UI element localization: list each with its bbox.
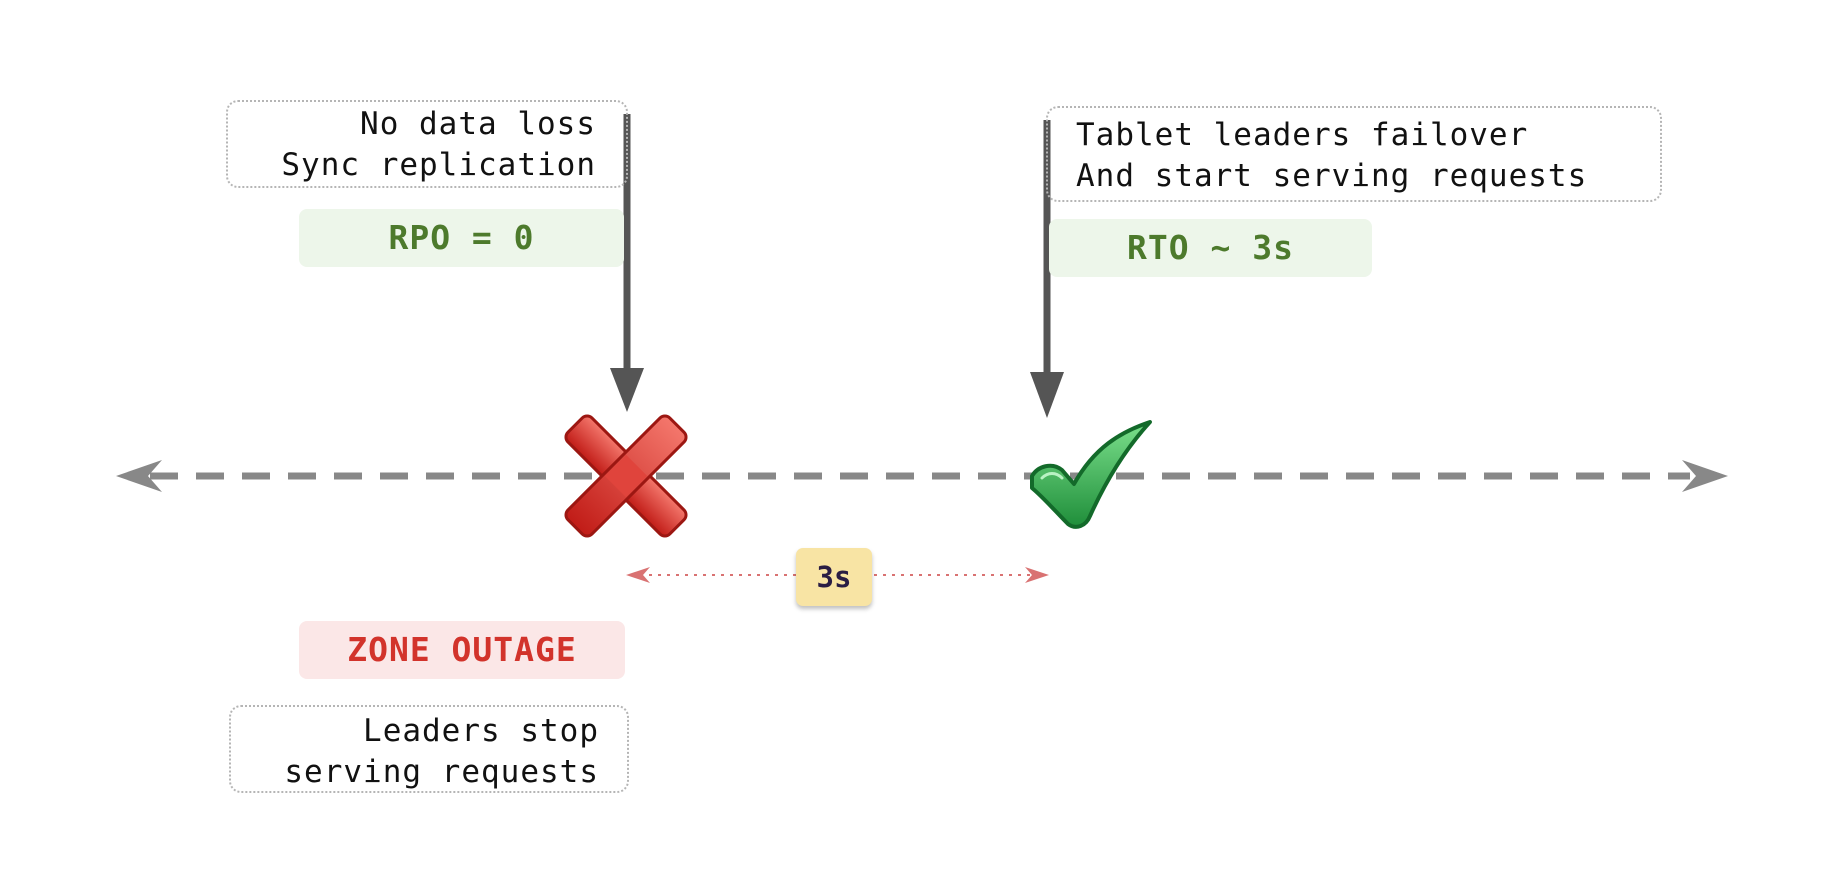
rto-note: Tablet leaders failover And start servin… [1046,106,1662,202]
rto-tag: RTO ~ 3s [1049,219,1372,277]
rto-note-line-1: Tablet leaders failover [1076,117,1529,153]
timeline-right-arrowhead [1682,460,1728,492]
timeline-left-arrowhead [116,460,162,492]
rpo-note-line-2: Sync replication [281,147,596,183]
outage-note-line-2: serving requests [284,754,599,790]
duration-right-arrowhead [1025,567,1049,583]
outage-note: Leaders stop serving requests [229,705,629,793]
rpo-note-line-1: No data loss [360,106,596,142]
outage-note-line-1: Leaders stop [363,713,599,749]
rto-note-line-2: And start serving requests [1076,158,1588,194]
duration-left-arrowhead [626,567,650,583]
red-x-icon [564,414,688,538]
timeline-axis [116,460,1728,492]
duration-arrow [626,567,1049,583]
duration-badge: 3s [796,548,872,606]
rpo-tag: RPO = 0 [299,209,624,267]
zone-outage-tag: ZONE OUTAGE [299,621,625,679]
rpo-note: No data loss Sync replication [226,100,628,188]
green-check-icon [1030,420,1152,529]
